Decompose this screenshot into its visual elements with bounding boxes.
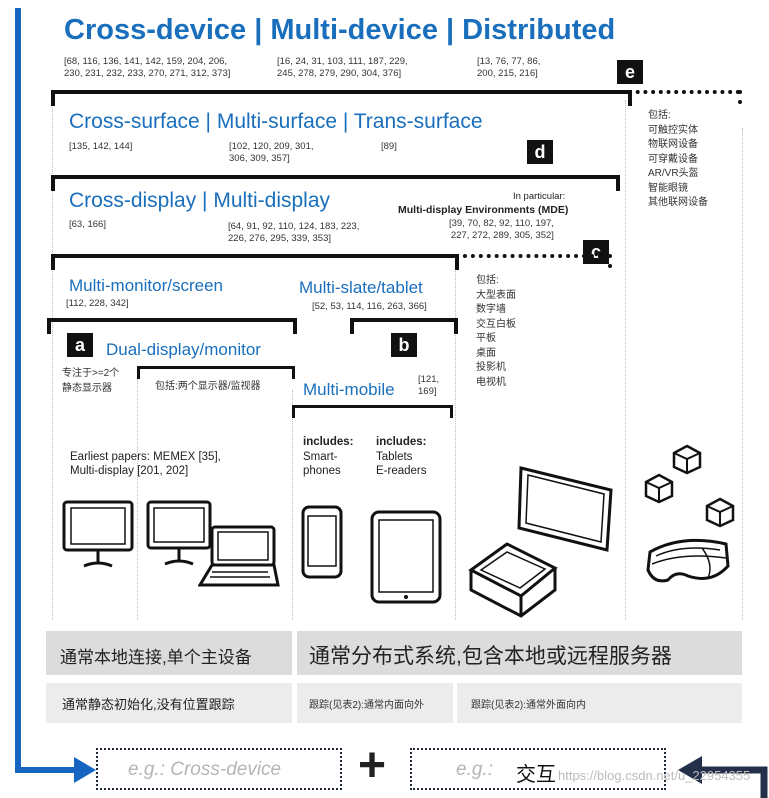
level-e-refs-3: [13, 76, 77, 86, 200, 215, 216] <box>477 56 540 80</box>
multi-monitor-refs: [112, 228, 342] <box>66 298 129 310</box>
level-a-note-right: 包括:两个显示器/监视器 <box>155 380 261 395</box>
level-b-frame <box>350 318 458 334</box>
cube-icon <box>704 496 736 528</box>
bar-outside-in: 跟踪(见表2):通常外面向内 <box>457 683 742 723</box>
guide-line <box>137 372 138 620</box>
level-e-frame <box>51 90 632 106</box>
guide-line <box>292 390 293 620</box>
level-e-title: Cross-device | Multi-device | Distribute… <box>64 14 615 47</box>
level-d-title: Cross-surface | Multi-surface | Trans-su… <box>69 110 483 134</box>
level-c-title: Cross-display | Multi-display <box>69 189 330 213</box>
multi-slate-refs: [52, 53, 114, 116, 263, 366] <box>312 301 427 313</box>
level-c-frame-extension <box>455 254 610 258</box>
laptop-icon <box>198 525 280 590</box>
bar-outside-in-text: 跟踪(见表2):通常外面向内 <box>471 696 586 711</box>
watermark: https://blog.csdn.net/u_22954355 <box>558 768 750 783</box>
mde-refs: [39, 70, 82, 92, 110, 197, 227, 272, 289… <box>449 218 554 242</box>
plus-sign: + <box>358 738 386 794</box>
level-d-refs-3: [89] <box>381 141 397 153</box>
vr-headset-icon <box>642 530 734 592</box>
bar-inside-out-text: 跟踪(见表2):通常内面向外 <box>309 696 424 711</box>
level-a-badge: a <box>67 333 93 357</box>
bar-distributed-system: 通常分布式系统,包含本地或远程服务器 <box>297 631 742 675</box>
mobile-includes-left: Smart- phones <box>303 450 341 478</box>
level-c-refs-1: [63, 166] <box>69 219 106 231</box>
cube-icon <box>671 443 703 475</box>
level-e-includes: 包括: 可触控实体 物联网设备 可穿戴设备 AR/VR头盔 智能眼镜 其他联网设… <box>648 109 708 211</box>
guide-line <box>625 100 626 620</box>
level-b-badge: b <box>391 333 417 357</box>
level-b-inner-frame <box>292 405 453 418</box>
bar-local-connection-text: 通常本地连接,单个主设备 <box>60 643 252 668</box>
bar-inside-out: 跟踪(见表2):通常内面向外 <box>297 683 453 723</box>
eg-box-left: e.g.: Cross-device <box>96 748 342 790</box>
level-e-frame-corner <box>738 90 742 104</box>
level-e-refs-1: [68, 116, 136, 141, 142, 159, 204, 206, … <box>64 56 230 80</box>
multi-slate-title: Multi-slate/tablet <box>299 278 423 298</box>
eg-right-prefix: e.g.: <box>456 759 493 781</box>
level-e-frame-extension <box>628 90 740 94</box>
smartphone-icon <box>301 505 343 580</box>
bar-local-connection: 通常本地连接,单个主设备 <box>46 631 292 675</box>
mobile-includes-right: Tablets E-readers <box>376 450 427 478</box>
level-a-frame <box>47 318 297 334</box>
earliest-papers-note: Earliest papers: MEMEX [35], Multi-displ… <box>70 450 221 478</box>
level-c-frame <box>51 254 459 270</box>
mde-title: Multi-display Environments (MDE) <box>398 204 568 216</box>
mobile-includes-head-right: includes: <box>376 435 426 449</box>
multi-monitor-title: Multi-monitor/screen <box>69 276 223 296</box>
level-c-refs-2: [64, 91, 92, 110, 124, 183, 223, 226, 27… <box>228 221 359 245</box>
bar-static-init-text: 通常静态初始化,没有位置跟踪 <box>62 694 235 713</box>
bar-static-init: 通常静态初始化,没有位置跟踪 <box>46 683 292 723</box>
level-d-badge: d <box>527 140 553 164</box>
tablet-icon <box>370 510 442 605</box>
multi-mobile-title: Multi-mobile <box>303 380 395 400</box>
mde-intro: In particular: <box>513 191 565 202</box>
eg-left-text: e.g.: Cross-device <box>128 759 281 781</box>
eg-right-word: 交互 <box>516 758 556 787</box>
level-c-badge: c <box>583 240 609 264</box>
level-c-includes: 包括: 大型表面 数字墙 交互白板 平板 桌面 投影机 电视机 <box>476 274 516 390</box>
level-a-inner-frame <box>137 366 295 379</box>
cube-icon <box>643 472 675 504</box>
multi-mobile-refs: [121, 169] <box>418 374 439 398</box>
level-a-note-left: 专注于>=2个 静态显示器 <box>62 367 119 396</box>
level-c-frame-corner <box>608 254 612 268</box>
dual-display-title: Dual-display/monitor <box>106 340 261 360</box>
level-d-refs-2: [102, 120, 209, 301, 306, 309, 357] <box>229 141 314 165</box>
bar-distributed-system-text: 通常分布式系统,包含本地或远程服务器 <box>309 640 672 670</box>
tabletop-icon <box>467 540 559 620</box>
mobile-includes-head-left: includes: <box>303 435 353 449</box>
guide-line <box>742 128 743 620</box>
monitor-icon <box>62 500 136 575</box>
level-d-refs-1: [135, 142, 144] <box>69 141 132 153</box>
level-e-refs-2: [16, 24, 31, 103, 111, 187, 229, 245, 27… <box>277 56 408 80</box>
level-e-badge: e <box>617 60 643 84</box>
